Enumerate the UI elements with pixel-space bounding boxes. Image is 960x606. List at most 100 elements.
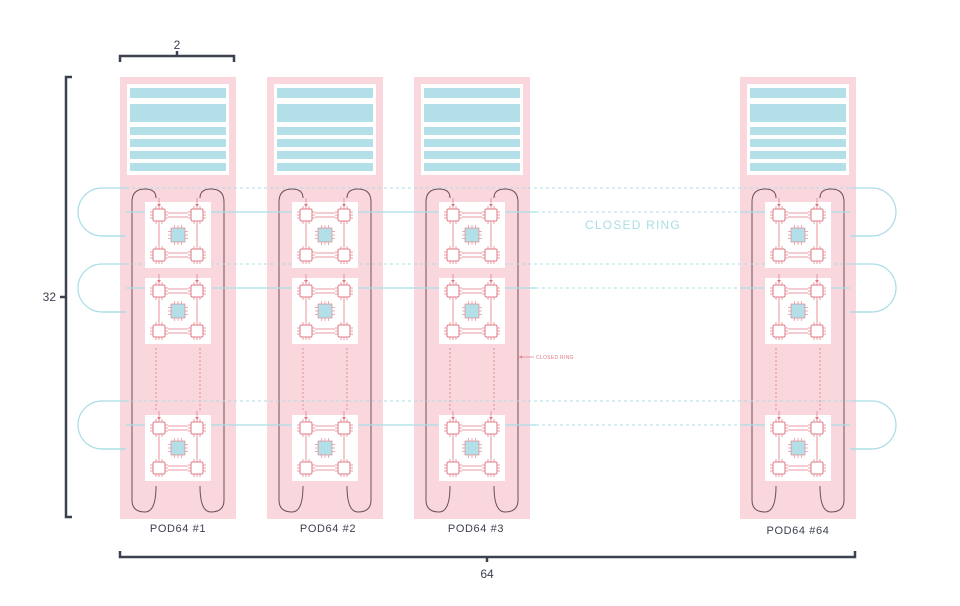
chip-body <box>484 421 498 435</box>
chip-body <box>299 284 313 298</box>
chip <box>444 282 462 300</box>
board-arrow-head <box>815 417 819 420</box>
chip-body <box>772 324 786 338</box>
host-bar <box>277 151 373 159</box>
closed-ring-label: CLOSED RING <box>585 218 681 232</box>
chip-body <box>772 248 786 262</box>
host-bar <box>130 104 226 122</box>
pod-loop-connector <box>144 188 157 199</box>
chip-body <box>446 324 460 338</box>
board-arrow-head <box>195 204 199 207</box>
board-arrow-head <box>451 417 455 420</box>
pod-loop-connector <box>346 485 359 513</box>
chip <box>808 206 826 224</box>
switch-core <box>464 303 480 319</box>
host-bar <box>424 88 520 98</box>
chip <box>444 206 462 224</box>
chip-body <box>484 324 498 338</box>
host-bar <box>750 139 846 147</box>
board-arrow-head <box>304 280 308 283</box>
chip-body <box>446 248 460 262</box>
chip <box>150 419 168 437</box>
chip-body <box>190 248 204 262</box>
host-bar <box>750 151 846 159</box>
chip <box>444 459 462 477</box>
board-arrow-head <box>451 280 455 283</box>
chip-body <box>810 248 824 262</box>
host-bar <box>130 127 226 135</box>
chip-body <box>337 461 351 475</box>
chip <box>770 206 788 224</box>
chip <box>808 282 826 300</box>
pod-label: POD64 #2 <box>300 523 356 535</box>
host-bar <box>424 163 520 171</box>
pod-label: POD64 #3 <box>448 523 504 535</box>
chip-body <box>152 421 166 435</box>
chip <box>188 206 206 224</box>
chip <box>482 282 500 300</box>
board-arrow-head <box>304 204 308 207</box>
chip-body <box>152 208 166 222</box>
chip <box>188 246 206 264</box>
chip <box>150 246 168 264</box>
host-bar <box>750 104 846 122</box>
height-bracket: 32 <box>43 75 72 519</box>
chip <box>808 459 826 477</box>
chip <box>482 246 500 264</box>
board-arrow-head <box>777 417 781 420</box>
switch-core <box>790 440 806 456</box>
chip-body <box>484 284 498 298</box>
tpu-board <box>145 198 211 268</box>
chip-body <box>337 324 351 338</box>
chip-body <box>152 461 166 475</box>
pod-loop-connector <box>291 188 304 199</box>
chip <box>770 459 788 477</box>
switch-core <box>170 227 186 243</box>
closed-ring-callout: CLOSED RING <box>519 355 573 361</box>
pod-loop-connector <box>764 188 777 199</box>
chip-body <box>299 461 313 475</box>
chip-body <box>810 208 824 222</box>
chip-body <box>299 248 313 262</box>
host-bar <box>130 139 226 147</box>
chip <box>335 282 353 300</box>
boards-layer <box>145 198 831 481</box>
pod-loop-left <box>751 188 766 513</box>
chip-body <box>190 284 204 298</box>
ring-right-cap <box>850 400 897 450</box>
host-bar <box>424 104 520 122</box>
chip-body <box>810 284 824 298</box>
chip <box>188 282 206 300</box>
pod-label: POD64 #64 <box>767 525 830 537</box>
chip <box>297 246 315 264</box>
pod-loop-right <box>210 188 225 513</box>
chip <box>335 459 353 477</box>
ring-right-cap <box>850 187 897 237</box>
switch-core <box>317 440 333 456</box>
chip-body <box>190 324 204 338</box>
chip-body <box>337 284 351 298</box>
host-bar <box>750 88 846 98</box>
chip-body <box>810 421 824 435</box>
pod-loop-connector <box>199 188 212 199</box>
chip-body <box>152 248 166 262</box>
board-arrow-head <box>342 417 346 420</box>
board-arrow-head <box>157 417 161 420</box>
chip <box>482 419 500 437</box>
board-arrow-head <box>815 280 819 283</box>
ring-left-cap <box>77 263 126 313</box>
chip-body <box>152 324 166 338</box>
tpu-board <box>439 411 505 481</box>
host-bar <box>130 88 226 98</box>
board-arrow-head <box>157 280 161 283</box>
switch-core <box>317 303 333 319</box>
switch-core <box>170 440 186 456</box>
board-arrow-head <box>777 204 781 207</box>
tpu-board <box>439 198 505 268</box>
chip-body <box>484 208 498 222</box>
chip-body <box>190 461 204 475</box>
board-arrow-head <box>195 417 199 420</box>
board-arrow-head <box>489 417 493 420</box>
board-arrow-head <box>489 280 493 283</box>
